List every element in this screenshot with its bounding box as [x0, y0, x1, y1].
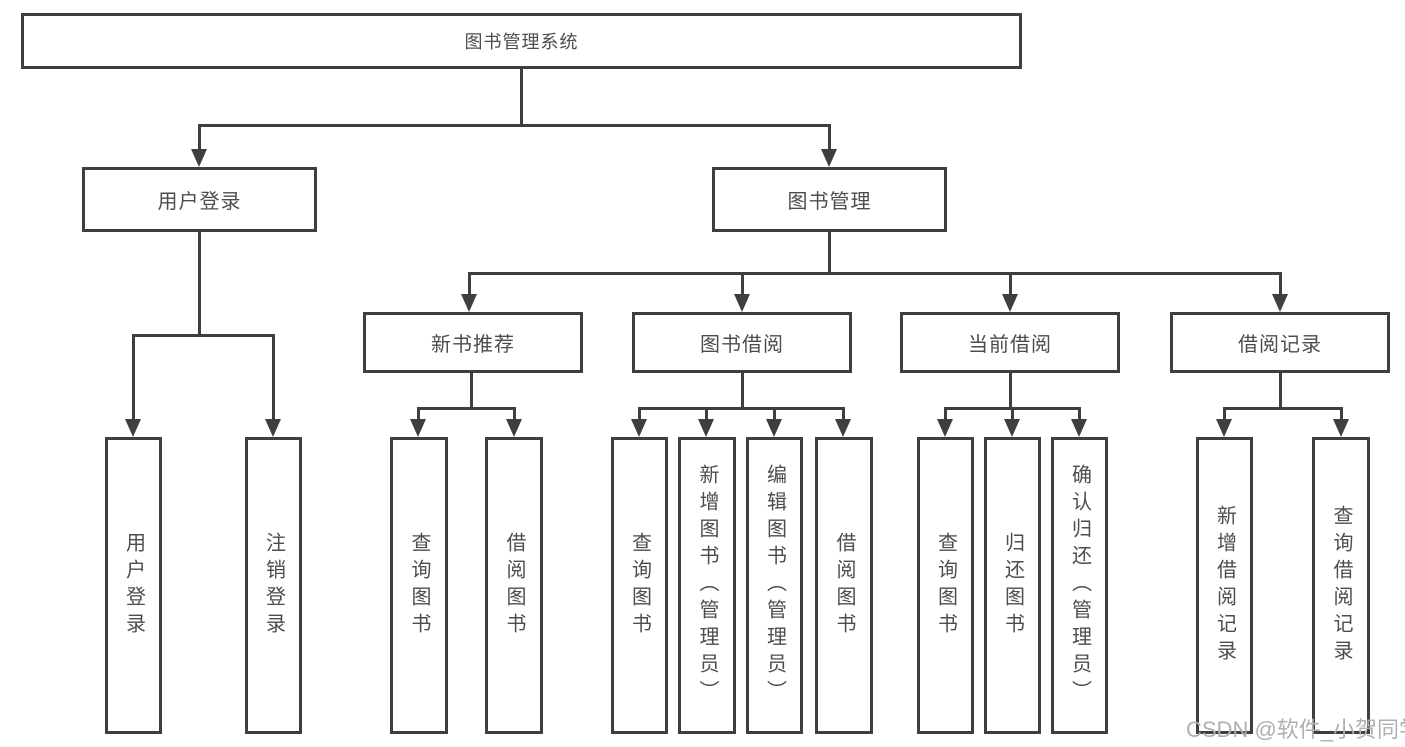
connector-stem-borrow-records — [1279, 272, 1282, 298]
node-borrow-records: 借阅记录 — [1170, 312, 1390, 373]
connector-stem-leaf — [417, 407, 420, 422]
leaf-query-books-current: 查询图书 — [917, 437, 974, 734]
connector-stem-current-borrow — [1009, 272, 1012, 298]
connector-stem-user-login — [198, 124, 201, 152]
leaf-query-books-recommend: 查询图书 — [390, 437, 448, 734]
arrowhead-icon — [1002, 294, 1018, 312]
connector-user-login-trunk — [198, 232, 201, 337]
leaf-label: 借阅图书 — [833, 531, 855, 640]
leaf-add-borrow-record: 新增借阅记录 — [1196, 437, 1253, 734]
arrowhead-icon — [1272, 294, 1288, 312]
connector-stem-leaf — [842, 407, 845, 422]
arrowhead-icon — [734, 294, 750, 312]
arrowhead-icon — [835, 419, 851, 437]
leaf-label: 新增图书（管理员） — [696, 464, 718, 707]
connector-stem-book-borrow — [741, 272, 744, 298]
node-root: 图书管理系统 — [21, 13, 1022, 69]
arrowhead-icon — [125, 419, 141, 437]
connector-stem-leaf — [773, 407, 776, 422]
arrowhead-icon — [766, 419, 782, 437]
node-current-borrow-label: 当前借阅 — [968, 334, 1052, 356]
connector-stem-leaf — [1223, 407, 1226, 422]
leaf-logout-label: 注销登录 — [262, 531, 285, 640]
node-root-label: 图书管理系统 — [464, 32, 579, 52]
connector-root-trunk — [520, 69, 523, 127]
node-user-login: 用户登录 — [82, 167, 317, 232]
connector-stem-new-book — [468, 272, 471, 298]
leaf-logout: 注销登录 — [245, 437, 302, 734]
connector-book-management-split — [468, 272, 1281, 275]
node-book-management: 图书管理 — [712, 167, 947, 232]
connector-root-split — [198, 124, 831, 127]
connector-user-login-split — [132, 334, 275, 337]
node-new-book-recommend-label: 新书推荐 — [431, 334, 515, 356]
node-current-borrow: 当前借阅 — [900, 312, 1120, 373]
leaf-return-books: 归还图书 — [984, 437, 1041, 734]
leaf-label: 查询图书 — [408, 531, 430, 640]
node-book-borrow-label: 图书借阅 — [700, 334, 784, 356]
arrowhead-icon — [506, 419, 522, 437]
node-book-borrow: 图书借阅 — [632, 312, 852, 373]
leaf-borrow-books: 借阅图书 — [815, 437, 873, 734]
connector-stem-leaf — [944, 407, 947, 422]
arrowhead-icon — [631, 419, 647, 437]
connector-book-management-trunk — [828, 232, 831, 275]
leaf-label: 查询图书 — [934, 531, 957, 640]
arrowhead-icon — [1333, 419, 1349, 437]
connector-stem-leaf — [1011, 407, 1014, 422]
connector-stem-book-management — [828, 124, 831, 152]
connector-split — [417, 407, 516, 410]
connector-stem-leaf — [132, 334, 135, 422]
connector-stem-leaf — [638, 407, 641, 422]
connector-stem-leaf — [513, 407, 516, 422]
leaf-label: 归还图书 — [1001, 531, 1024, 640]
connector-trunk — [1009, 373, 1012, 410]
leaf-label: 确认归还（管理员） — [1068, 464, 1091, 707]
connector-split — [1223, 407, 1343, 410]
connector-stem-leaf — [1078, 407, 1081, 422]
arrowhead-icon — [937, 419, 953, 437]
leaf-user-login: 用户登录 — [105, 437, 162, 734]
watermark: CSDN @软件_小贺同学 — [1186, 717, 1405, 742]
connector-stem-leaf — [1340, 407, 1343, 422]
node-book-management-label: 图书管理 — [787, 191, 872, 213]
connector-trunk — [1279, 373, 1282, 410]
arrowhead-icon — [191, 149, 207, 167]
leaf-label: 借阅图书 — [503, 531, 525, 640]
leaf-borrow-books-recommend: 借阅图书 — [485, 437, 543, 734]
arrowhead-icon — [1216, 419, 1232, 437]
node-user-login-label: 用户登录 — [157, 191, 242, 213]
leaf-edit-books-admin: 编辑图书（管理员） — [746, 437, 803, 734]
leaf-add-books-admin: 新增图书（管理员） — [678, 437, 736, 734]
arrowhead-icon — [821, 149, 837, 167]
node-borrow-records-label: 借阅记录 — [1238, 334, 1322, 356]
arrowhead-icon — [698, 419, 714, 437]
leaf-query-books-borrow: 查询图书 — [611, 437, 668, 734]
leaf-label: 编辑图书（管理员） — [763, 464, 786, 707]
connector-trunk — [470, 373, 473, 410]
leaf-label: 查询借阅记录 — [1330, 504, 1352, 667]
node-new-book-recommend: 新书推荐 — [363, 312, 583, 373]
arrowhead-icon — [265, 419, 281, 437]
arrowhead-icon — [410, 419, 426, 437]
connector-trunk — [741, 373, 744, 410]
leaf-confirm-return-admin: 确认归还（管理员） — [1051, 437, 1108, 734]
leaf-label: 查询图书 — [628, 531, 651, 640]
connector-stem-leaf — [272, 334, 275, 422]
leaf-label: 新增借阅记录 — [1213, 504, 1236, 667]
arrowhead-icon — [461, 294, 477, 312]
arrowhead-icon — [1071, 419, 1087, 437]
leaf-query-borrow-record: 查询借阅记录 — [1312, 437, 1370, 734]
connector-stem-leaf — [705, 407, 708, 422]
connector-split — [638, 407, 845, 410]
arrowhead-icon — [1004, 419, 1020, 437]
leaf-user-login-label: 用户登录 — [122, 531, 145, 640]
